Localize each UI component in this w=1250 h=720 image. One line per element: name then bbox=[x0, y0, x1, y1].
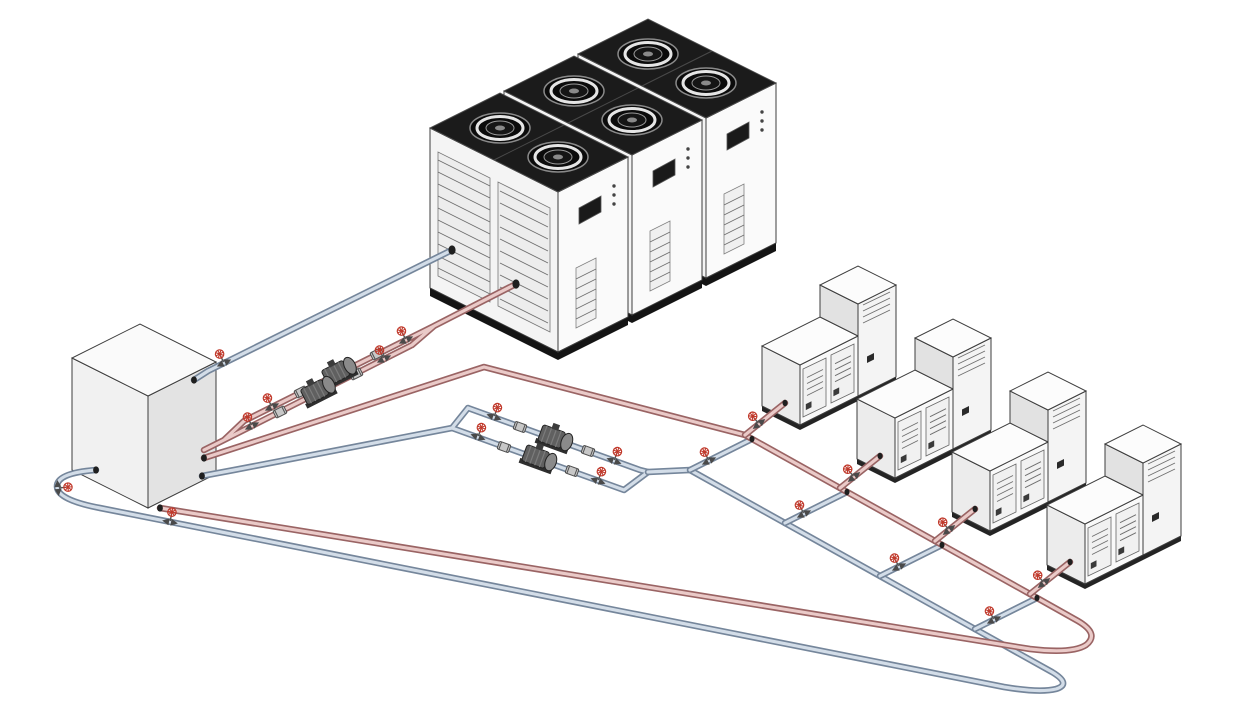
pipe-flange-icon bbox=[972, 505, 978, 513]
pipe-flange-icon bbox=[191, 376, 197, 384]
pipe-flange-icon bbox=[782, 399, 788, 407]
pipe-flange-icon bbox=[199, 472, 205, 480]
buffer-tank bbox=[70, 323, 218, 509]
pipe-flange-icon bbox=[749, 435, 755, 443]
pipe-flange-icon bbox=[157, 504, 163, 512]
pipe-flange-icon bbox=[877, 452, 883, 460]
pipe-flange-icon bbox=[448, 245, 456, 255]
pipe-flange-icon bbox=[844, 488, 850, 496]
pipe-flange-icon bbox=[201, 454, 207, 462]
pipe-flange-icon bbox=[1067, 558, 1073, 566]
pipe-flange-icon bbox=[512, 279, 520, 289]
pipe-flange-icon bbox=[1034, 594, 1040, 602]
pipe-flange-icon bbox=[939, 541, 945, 549]
pipe-flange-icon bbox=[93, 466, 99, 474]
